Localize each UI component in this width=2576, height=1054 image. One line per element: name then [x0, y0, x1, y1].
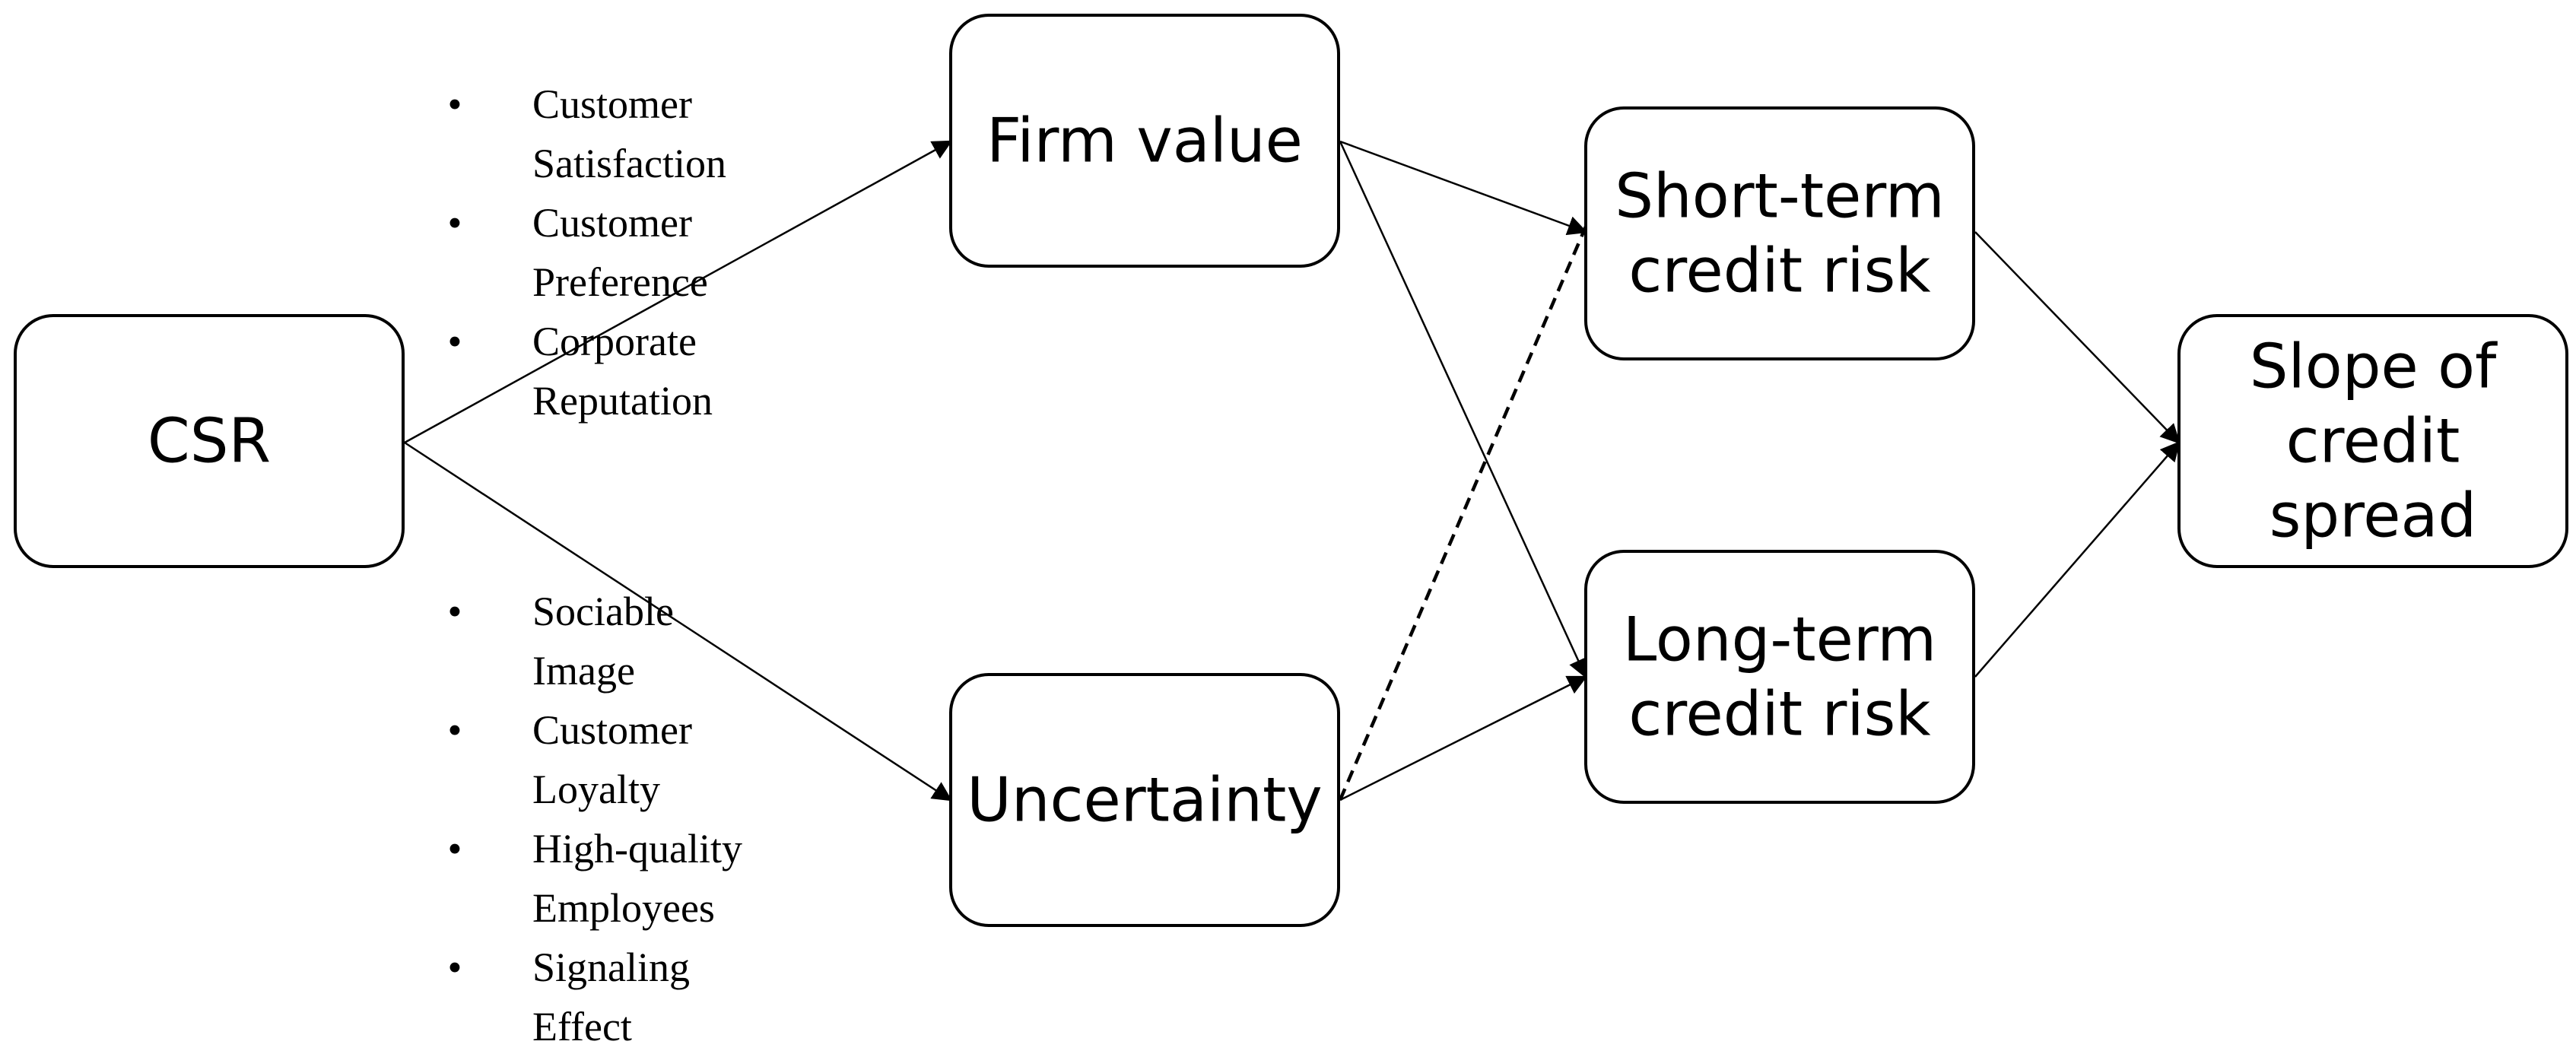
- node-firm-value-box: [949, 14, 1340, 268]
- node-short-term-label: Short-term: [1615, 161, 1945, 232]
- node-csr-box: [14, 314, 405, 568]
- bullet-item-text: Signaling: [532, 944, 690, 990]
- arrow-csr-to-firm-value: [404, 140, 953, 444]
- bullet-item-text: Employees: [532, 885, 715, 931]
- arrow-firm-value-to-long-term: [1339, 141, 1588, 679]
- node-slope-box: [2177, 314, 2568, 568]
- arrow-uncertainty-to-short-term: [1338, 226, 1588, 801]
- bullet-item-text: Reputation: [532, 378, 713, 424]
- bullet-item-text: Customer: [532, 707, 692, 753]
- node-long-term-label: Long-term: [1623, 605, 1936, 675]
- node-short-term-label: credit risk: [1628, 236, 1931, 306]
- node-uncertainty-box: [949, 673, 1340, 927]
- bullet-item-text: Sociable: [532, 589, 674, 634]
- node-uncertainty-label: Uncertainty: [967, 765, 1322, 836]
- bullet-item-text: Image: [532, 648, 635, 694]
- bullet-item-text: Customer: [532, 81, 692, 127]
- node-csr: CSR: [14, 314, 405, 568]
- bullet-list-top: •CustomerSatisfaction•CustomerPreference…: [448, 81, 726, 424]
- node-firm-value-label: Firm value: [986, 106, 1303, 176]
- bullet-item-text: Corporate: [532, 319, 697, 364]
- arrow-short-term-to-slope: [1974, 231, 2181, 444]
- edges-layer: [404, 140, 2181, 802]
- bullet-dot: •: [448, 944, 462, 990]
- bullet-dot: •: [448, 707, 462, 753]
- node-long-term-label: credit risk: [1628, 679, 1931, 750]
- bullet-dot: •: [448, 200, 462, 246]
- arrow-firm-value-to-short-term: [1339, 140, 1588, 236]
- node-short-term-box: [1584, 106, 1975, 360]
- node-firm-value: Firm value: [949, 14, 1340, 268]
- node-slope-label: spread: [2269, 481, 2477, 551]
- bullet-dot: •: [448, 319, 462, 364]
- bullet-item-text: Loyalty: [532, 767, 660, 812]
- arrow-long-term-to-slope: [1974, 441, 2181, 678]
- bullet-dot: •: [448, 826, 462, 871]
- bullet-dot: •: [448, 589, 462, 634]
- bullet-item-text: Satisfaction: [532, 141, 726, 186]
- node-csr-label: CSR: [148, 406, 271, 477]
- bullet-item-text: Preference: [532, 259, 708, 305]
- bullet-item-text: Customer: [532, 200, 692, 246]
- node-uncertainty: Uncertainty: [949, 673, 1340, 927]
- node-slope-label: credit: [2286, 406, 2460, 477]
- node-long-term-box: [1584, 550, 1975, 804]
- bullet-dot: •: [448, 81, 462, 127]
- node-slope-label: Slope of: [2250, 332, 2498, 402]
- bullet-item-text: High-quality: [532, 826, 742, 871]
- bullet-item-text: Effect: [532, 1004, 632, 1049]
- arrow-csr-to-uncertainty: [404, 441, 953, 802]
- arrow-uncertainty-to-long-term: [1339, 675, 1588, 802]
- bullets-layer: •CustomerSatisfaction•CustomerPreference…: [448, 81, 742, 1049]
